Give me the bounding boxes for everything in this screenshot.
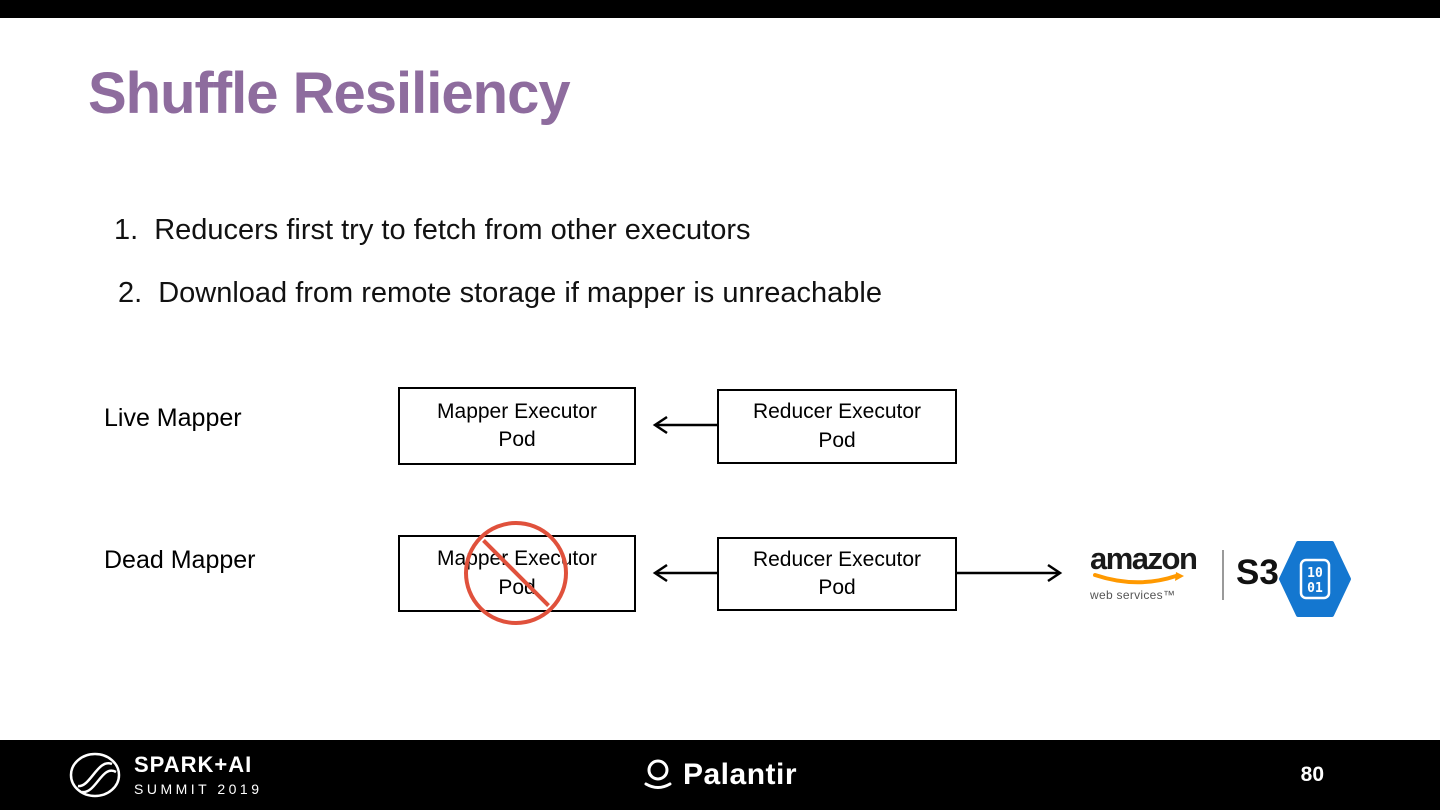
reducer-box-line2: Pod (818, 428, 856, 452)
palantir-wordmark: Palantir (682, 758, 798, 791)
list-item-2-text: Download from remote storage if mapper i… (158, 277, 882, 309)
aws-subtitle: web services™ (1090, 588, 1176, 602)
list-item-2: 2. Download from remote storage if mapper… (118, 277, 882, 310)
prohibition-icon (464, 521, 568, 625)
arrow-left-icon (650, 562, 720, 584)
mapper-box-line2: Pod (498, 428, 536, 451)
palantir-logo: Palantir (643, 757, 797, 793)
reducer-executor-pod-box-live: Reducer Executor Pod (717, 389, 957, 464)
reducer-executor-pod-box-dead: Reducer Executor Pod (717, 537, 957, 611)
footer-bar: SPARK+AI SUMMIT 2019 Palantir 80 (0, 740, 1440, 810)
amazon-smile-icon (1093, 572, 1184, 585)
prohibition-slash (482, 539, 550, 607)
mapper-executor-pod-box-live: Mapper Executor Pod (398, 387, 636, 465)
amazon-wordmark: amazon (1090, 541, 1198, 576)
mapper-box-line1: Mapper Executor (437, 399, 597, 423)
list-item-1: 1. Reducers first try to fetch from other… (114, 214, 751, 247)
spark-title: SPARK+AI (134, 752, 253, 778)
aws-logo: amazon web services™ (1090, 543, 1222, 602)
reducer-box-line2: Pod (818, 576, 856, 599)
list-item-1-number: 1. (114, 214, 139, 246)
spark-summit-logo-icon (69, 752, 121, 798)
arrow-right-icon (957, 562, 1067, 584)
reducer-box-line1: Reducer Executor (752, 547, 922, 571)
slide-title: Shuffle Resiliency (88, 61, 571, 126)
s3-label: S3 (1236, 553, 1279, 592)
row-label-dead-mapper: Dead Mapper (104, 546, 256, 574)
aws-s3-divider (1222, 550, 1224, 600)
row-label-live-mapper: Live Mapper (104, 404, 242, 432)
spark-summit-logo: SPARK+AI SUMMIT 2019 (68, 748, 263, 802)
reducer-box-line1: Reducer Executor (752, 400, 922, 424)
page-number: 80 (1300, 763, 1324, 786)
binary-line2: 01 (1307, 581, 1323, 596)
list-item-2-number: 2. (118, 277, 143, 309)
top-black-bar (0, 0, 1440, 18)
binary-file-icon: 10 01 (1279, 541, 1351, 617)
spark-summit-text: SPARK+AI SUMMIT 2019 (134, 752, 263, 797)
binary-line1: 10 (1307, 566, 1323, 581)
palantir-logo-icon (644, 759, 672, 789)
spark-subtitle: SUMMIT 2019 (134, 780, 263, 797)
arrow-left-icon (650, 414, 720, 436)
list-item-1-text: Reducers first try to fetch from other e… (154, 214, 751, 246)
